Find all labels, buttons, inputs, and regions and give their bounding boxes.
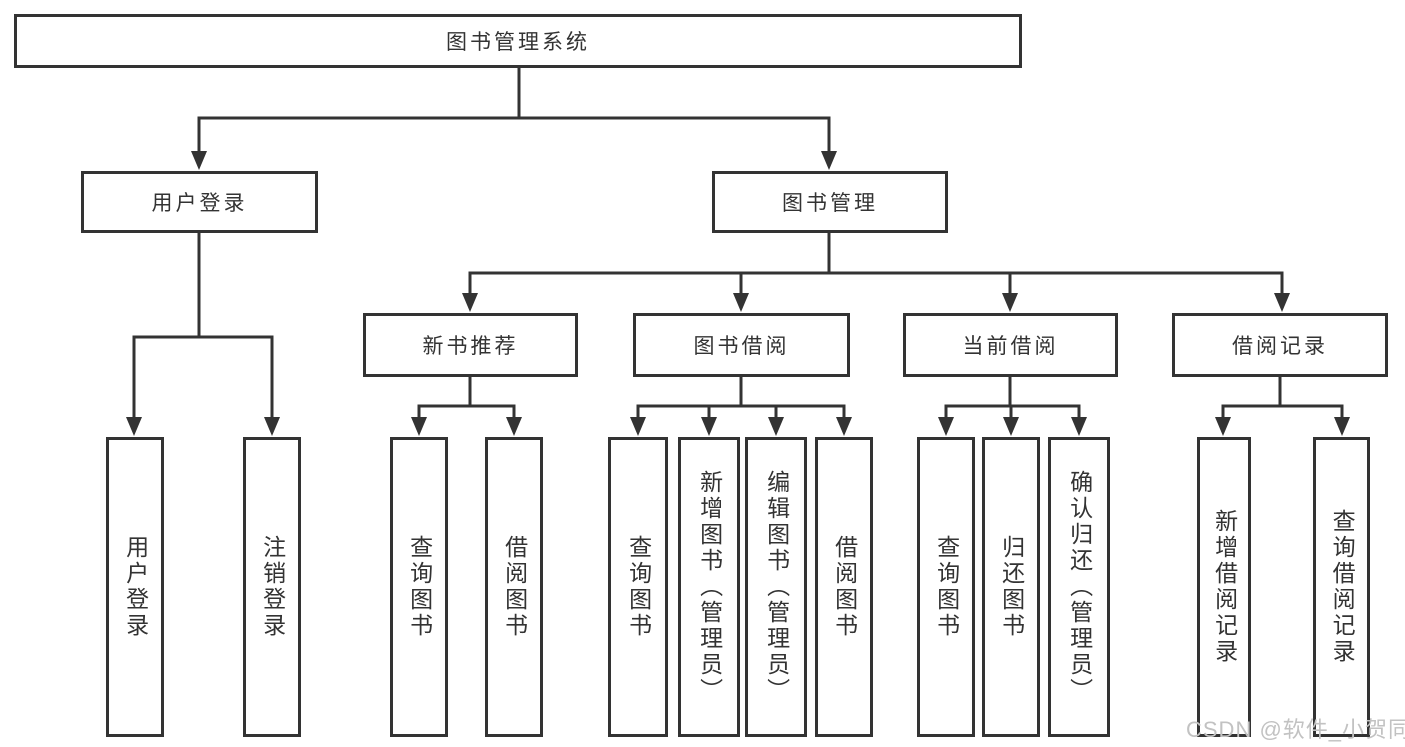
csdn-watermark: CSDN @软件_小贺同学: [1186, 717, 1405, 742]
node-current-borrow: 当前借阅: [903, 313, 1118, 377]
node-leaf-borrow-books: 借阅图书: [815, 437, 873, 737]
arrowheads: [126, 151, 1350, 436]
node-leaf-confirm-return-admin: 确认归还（管理员）: [1048, 437, 1110, 737]
node-new-book-recommend: 新书推荐: [363, 313, 578, 377]
node-leaf-query-books-current: 查询图书: [917, 437, 975, 737]
node-leaf-edit-book-admin: 编辑图书（管理员）: [745, 437, 807, 737]
node-leaf-borrow-books-recommend: 借阅图书: [485, 437, 543, 737]
node-leaf-query-books-borrow: 查询图书: [608, 437, 668, 737]
node-book-management: 图书管理: [712, 171, 948, 233]
node-leaf-query-books-recommend: 查询图书: [390, 437, 448, 737]
node-user-login: 用户登录: [81, 171, 318, 233]
node-leaf-user-login: 用户登录: [106, 437, 164, 737]
node-leaf-query-borrow-record: 查询借阅记录: [1313, 437, 1370, 737]
node-leaf-add-book-admin: 新增图书（管理员）: [678, 437, 740, 737]
node-leaf-add-borrow-record: 新增借阅记录: [1197, 437, 1251, 737]
node-leaf-return-book: 归还图书: [982, 437, 1040, 737]
node-book-borrow: 图书借阅: [633, 313, 850, 377]
node-borrow-records: 借阅记录: [1172, 313, 1388, 377]
node-leaf-logout: 注销登录: [243, 437, 301, 737]
node-library-system: 图书管理系统: [14, 14, 1022, 68]
